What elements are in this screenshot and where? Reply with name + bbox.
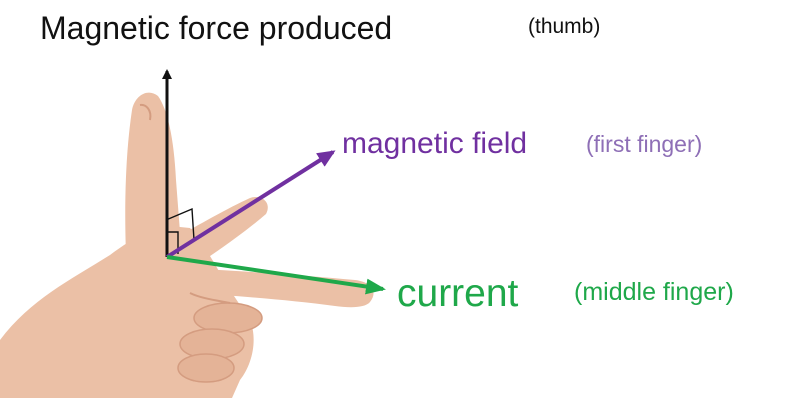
current-label: current bbox=[397, 272, 519, 315]
first-finger-label: (first finger) bbox=[586, 131, 703, 157]
hand-icon bbox=[0, 92, 374, 398]
magnetic-field-label: magnetic field bbox=[342, 127, 528, 160]
force-label: Magnetic force produced bbox=[40, 10, 393, 46]
thumb-label: (thumb) bbox=[528, 15, 601, 38]
middle-finger-label: (middle finger) bbox=[574, 278, 734, 306]
magnetic-field-arrow bbox=[165, 150, 336, 259]
current-arrow bbox=[166, 255, 386, 295]
